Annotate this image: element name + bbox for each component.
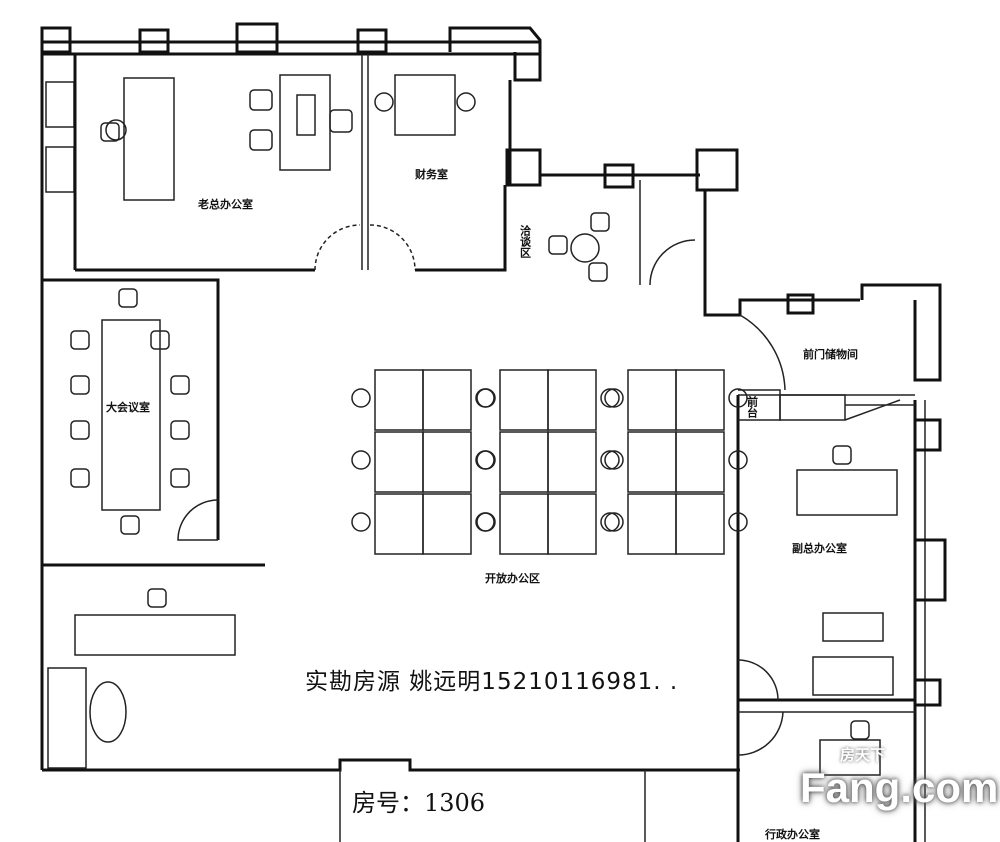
chair-icon <box>70 330 90 350</box>
chair-icon <box>70 468 90 488</box>
desk <box>374 493 424 555</box>
chair-icon <box>728 450 748 470</box>
chair-icon <box>850 720 870 740</box>
desk <box>374 369 424 431</box>
desk <box>547 493 597 555</box>
desk <box>675 369 725 431</box>
label-reception: 前台 <box>746 395 759 419</box>
chair-icon <box>604 512 624 532</box>
desk <box>499 431 549 493</box>
window-pier <box>235 22 279 54</box>
desk <box>422 431 472 493</box>
label-open-office: 开放办公区 <box>485 571 540 585</box>
chair-icon <box>100 122 120 142</box>
chair-icon <box>728 512 748 532</box>
chair-icon <box>120 515 140 535</box>
window-pier <box>356 28 388 54</box>
desk <box>547 369 597 431</box>
chair-icon <box>600 512 620 532</box>
chair-icon <box>70 375 90 395</box>
desk <box>374 431 424 493</box>
chair-icon <box>170 420 190 440</box>
desk <box>422 493 472 555</box>
chair-icon <box>832 445 852 465</box>
window-pier <box>138 28 170 54</box>
corner-column <box>448 26 542 82</box>
chair-icon <box>476 450 496 470</box>
window-pier <box>40 26 72 54</box>
chair-icon <box>600 450 620 470</box>
chair-icon <box>476 512 496 532</box>
logo-cn: 房天下 <box>840 746 886 764</box>
desk <box>499 369 549 431</box>
chair-icon <box>170 468 190 488</box>
label-meeting-room: 大会议室 <box>106 400 150 414</box>
label-negotiation: 洽谈区 <box>519 224 532 259</box>
chair-icon <box>351 512 371 532</box>
label-finance: 财务室 <box>414 167 448 181</box>
desk <box>627 493 677 555</box>
chair-icon <box>351 388 371 408</box>
chair-icon <box>476 388 496 408</box>
room-number: 房号：1306 <box>352 789 486 817</box>
chair-icon <box>170 375 190 395</box>
furniture <box>47 74 898 776</box>
chair-icon <box>147 588 167 608</box>
label-storage: 前门储物间 <box>803 347 858 361</box>
chair-icon <box>588 262 608 282</box>
fang-logo: 房天下 Fang.com <box>800 746 998 812</box>
walls <box>40 22 947 842</box>
chair-icon <box>548 235 568 255</box>
chair-icon <box>590 212 610 232</box>
label-boss-office: 老总办公室 <box>197 197 253 211</box>
chair-icon <box>604 450 624 470</box>
chair-icon <box>600 388 620 408</box>
chair-icon <box>604 388 624 408</box>
chair-icon <box>118 288 138 308</box>
desk <box>675 493 725 555</box>
desk <box>627 369 677 431</box>
label-vp-office: 副总办公室 <box>792 541 847 555</box>
desk <box>499 493 549 555</box>
chair-icon <box>728 388 748 408</box>
desk <box>627 431 677 493</box>
chair-icon <box>70 420 90 440</box>
chair-icon <box>150 330 170 350</box>
desk <box>547 431 597 493</box>
agent-watermark: 实勘房源 姚远明15210116981. . <box>305 669 679 695</box>
desk <box>675 431 725 493</box>
logo-en: Fang.com <box>800 764 999 811</box>
desk <box>422 369 472 431</box>
chair-icon <box>351 450 371 470</box>
top-wall <box>40 40 542 56</box>
label-admin-office: 行政办公室 <box>764 827 820 841</box>
room-labels: 老总办公室 财务室 洽谈区 大会议室 开放办公区 前门储物间 前台 副总办公室 … <box>106 167 858 841</box>
